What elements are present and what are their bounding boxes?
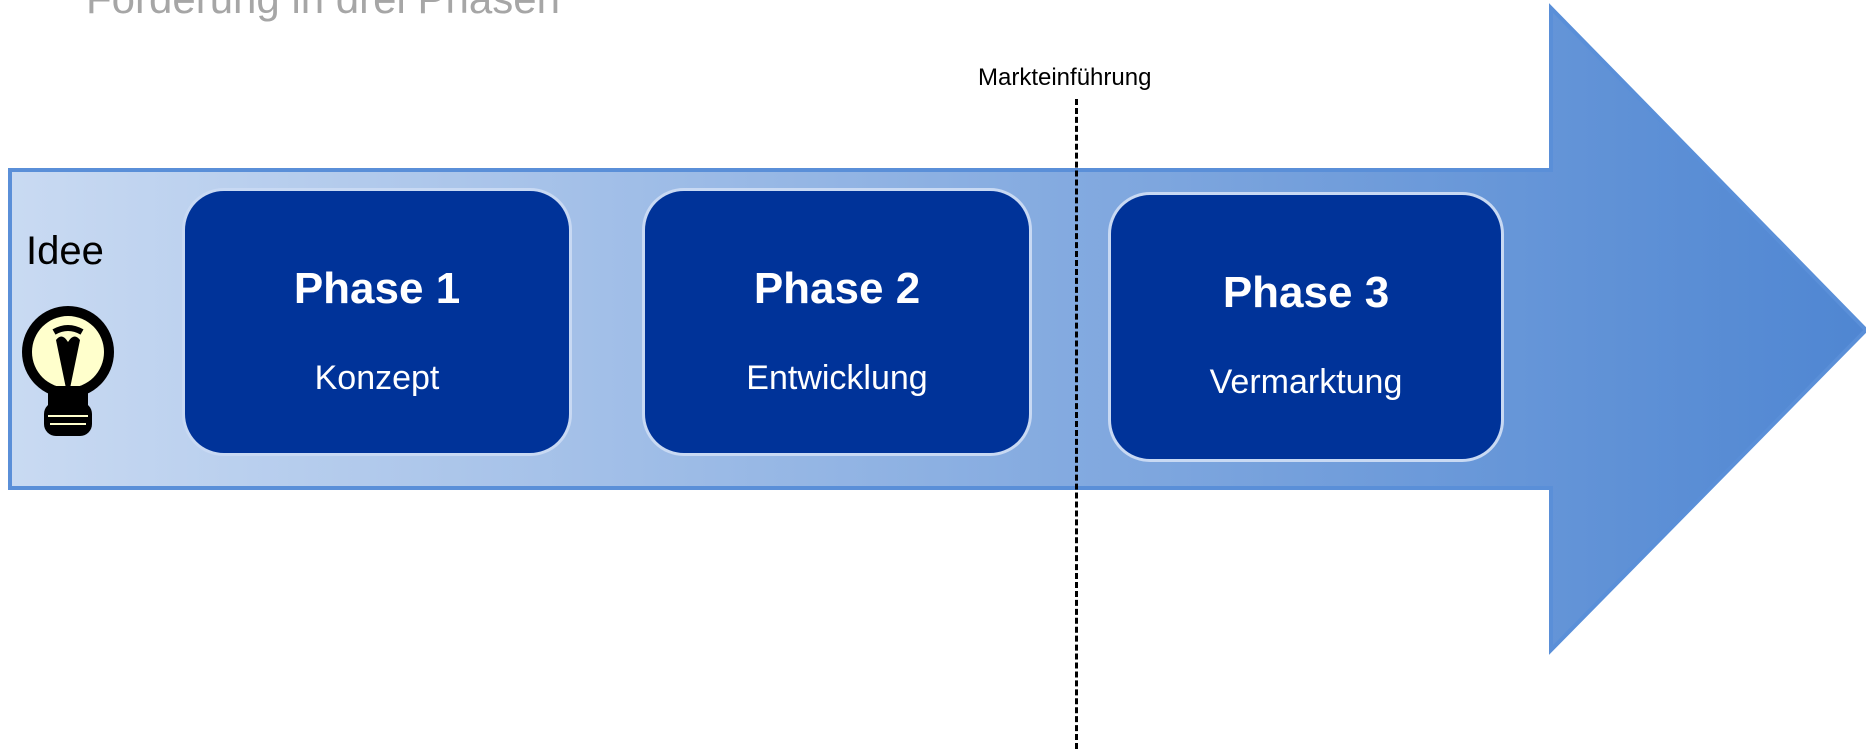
- phase-1-subtitle: Konzept: [314, 359, 440, 397]
- phase-2-title: Phase 2: [753, 264, 921, 313]
- milestone-label: Markteinführung: [978, 64, 1152, 91]
- milestone-marker-line: [1075, 99, 1078, 749]
- lightbulb-icon: [22, 306, 114, 436]
- diagram-title: Förderung in drei Phasen: [86, 0, 560, 20]
- phase-3-title: Phase 3: [1222, 268, 1390, 317]
- start-label: Idee: [26, 229, 104, 273]
- phase-2-subtitle: Entwicklung: [746, 359, 928, 397]
- phase-1-title: Phase 1: [293, 264, 461, 313]
- phase-2-box: Phase 2 Entwicklung: [642, 188, 1032, 456]
- phase-3-box: Phase 3 Vermarktung: [1108, 192, 1504, 462]
- phase-3-subtitle: Vermarktung: [1209, 363, 1403, 401]
- phase-1-box: Phase 1 Konzept: [182, 188, 572, 456]
